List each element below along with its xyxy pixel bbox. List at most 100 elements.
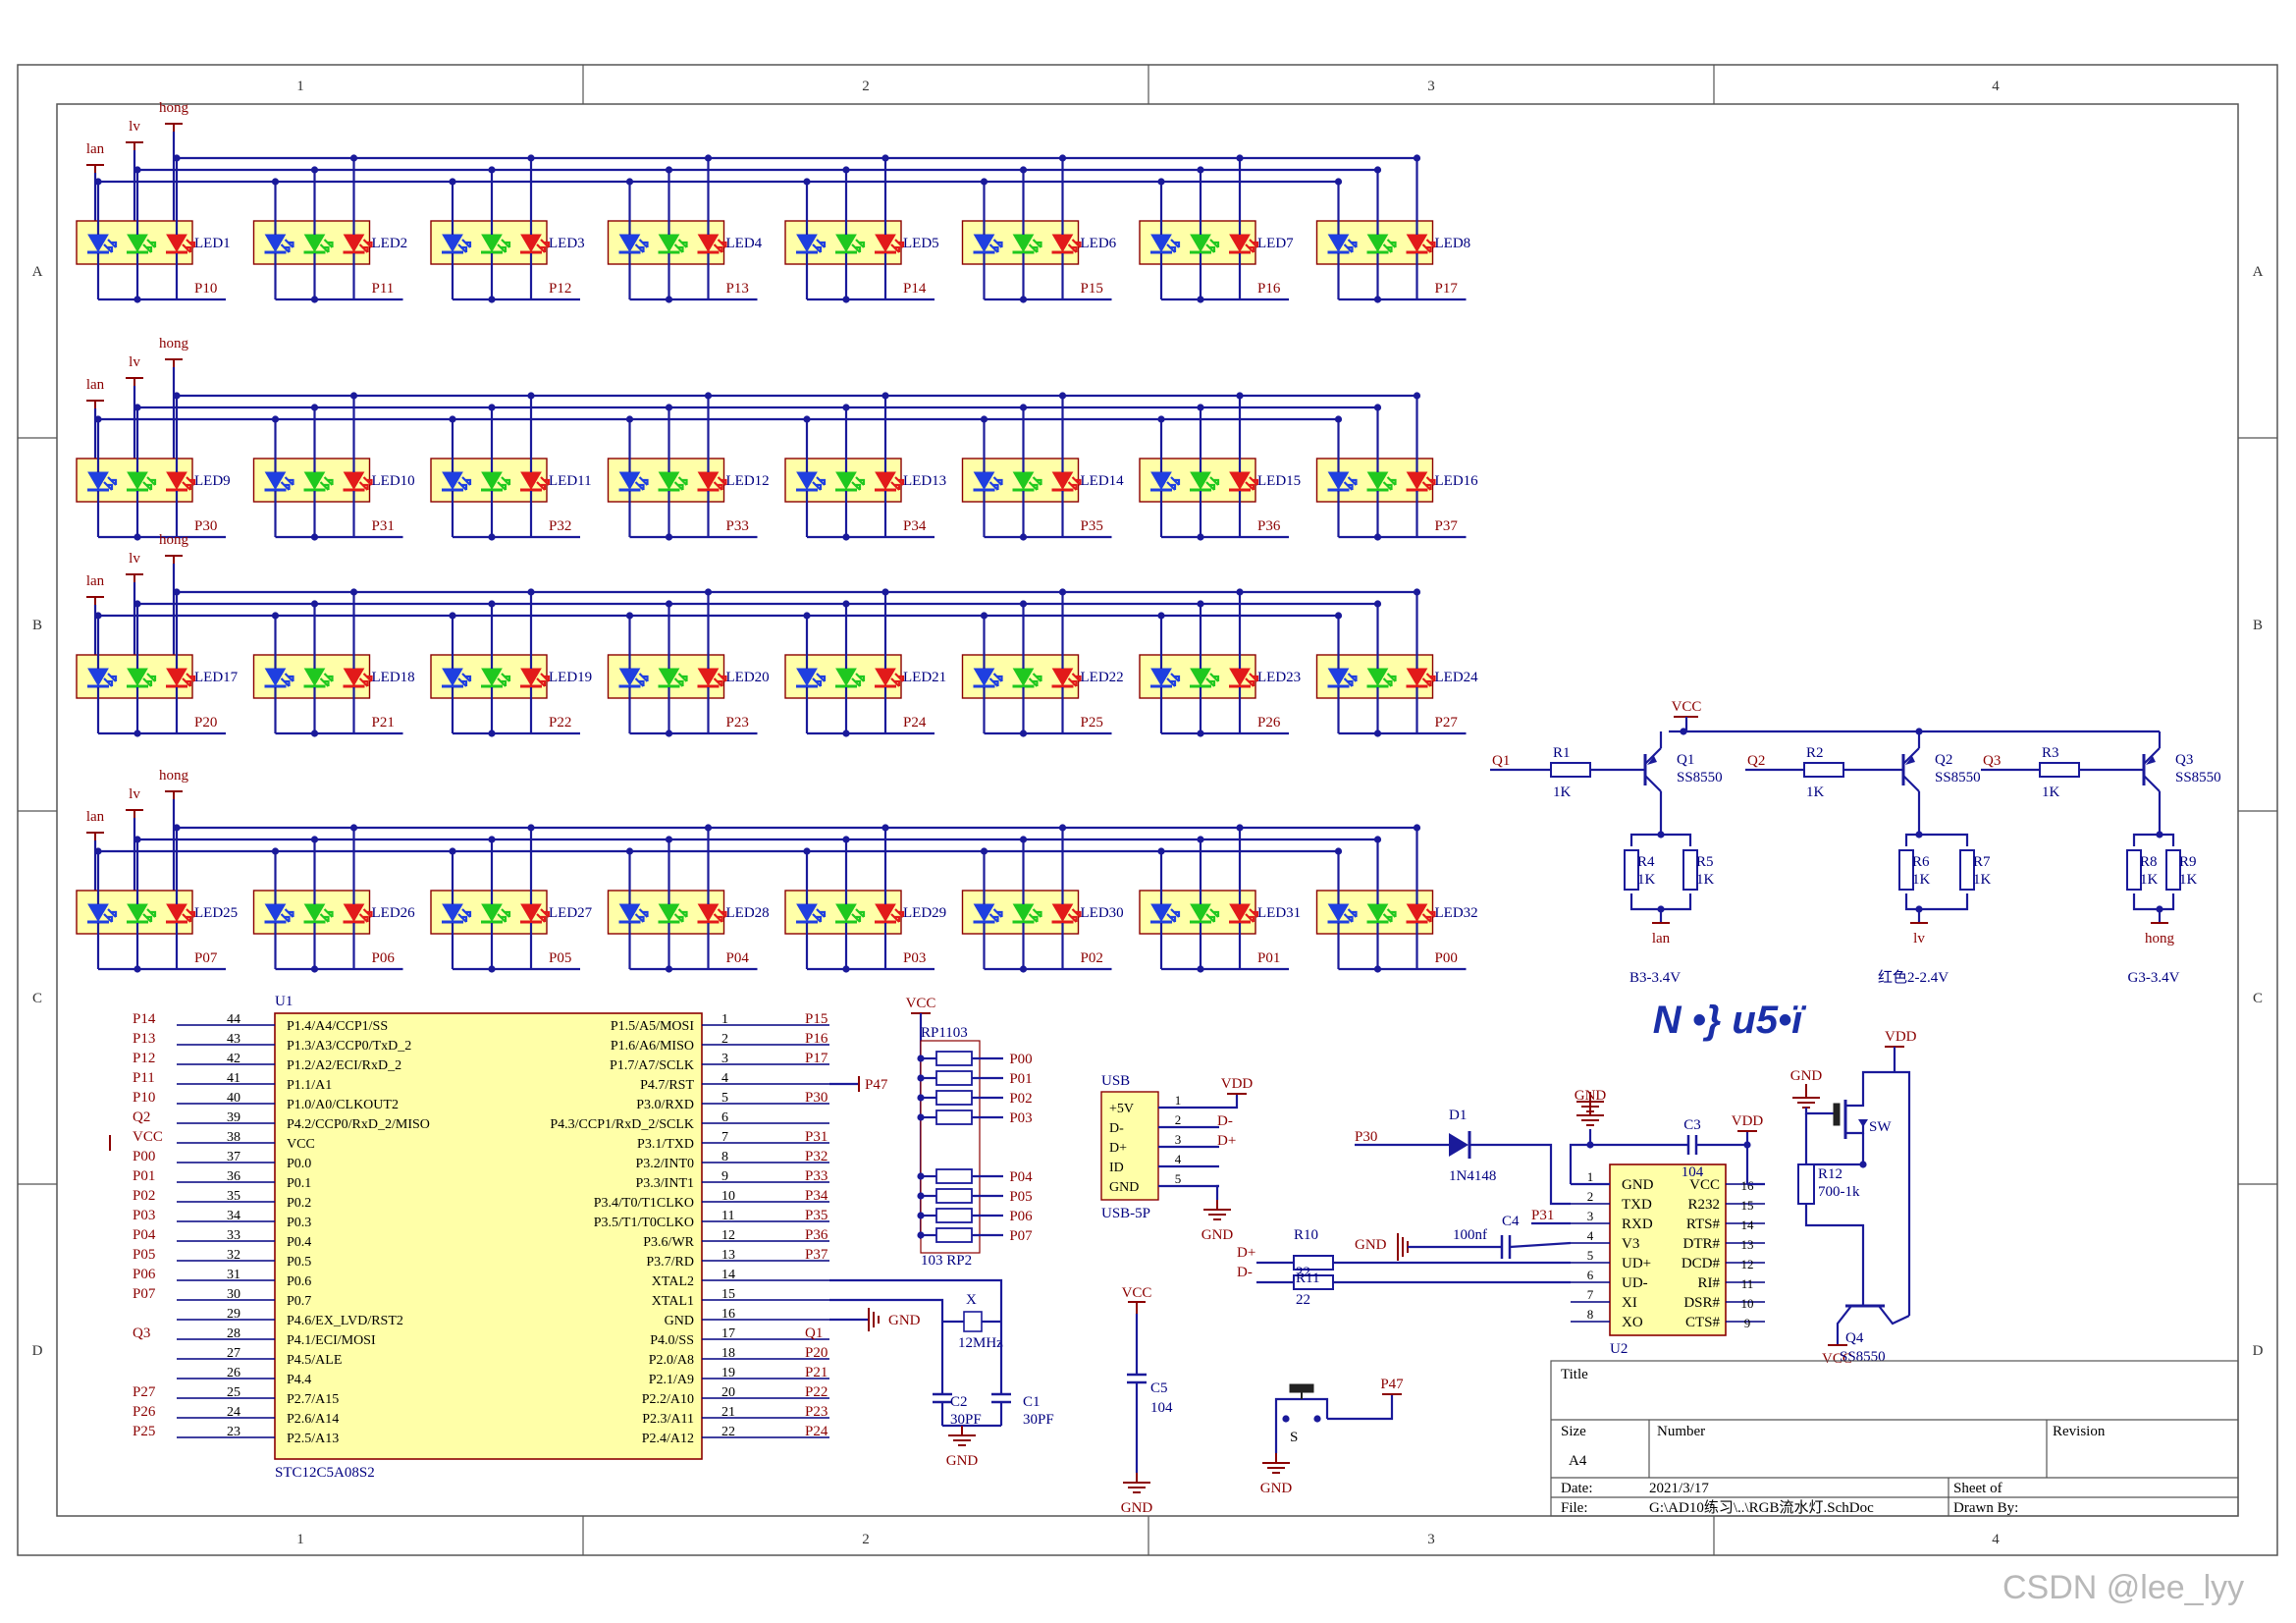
emission-arrows [319,239,334,253]
gnd-label: GND [1121,1500,1153,1516]
pin-name: P4.2/CCP0/RxD_2/MISO [287,1117,430,1132]
led-ref: LED24 [1435,670,1479,685]
base-resistor [1803,762,1844,778]
gnd-label: GND [1575,1088,1607,1104]
emission-arrows [1166,239,1181,253]
junction-dot [917,1055,925,1062]
led-ref: LED29 [903,905,946,921]
led-pin-net: P34 [903,518,927,534]
emission-arrows [497,476,511,491]
pin-number: 11 [1741,1276,1754,1291]
transistor-collector [1902,775,1920,792]
junction-dot [1019,836,1028,843]
junction-dot [1657,905,1665,913]
junction-dot [917,1074,925,1082]
emission-arrows [890,673,905,687]
led-diode [875,903,905,924]
junction-dot [1334,415,1343,423]
pin-number: 16 [1741,1178,1755,1193]
pin-net: P33 [805,1168,828,1184]
pull-resistor [1624,849,1639,891]
switch-cap [1289,1383,1314,1393]
pin-number: 41 [227,1071,240,1086]
emission-arrows [182,239,196,253]
rail-label-lv: lv [129,551,140,567]
pin-number: 32 [227,1248,240,1263]
pin-number: 8 [721,1150,728,1164]
p31-label: P31 [1531,1208,1554,1223]
pull-wire [1904,893,1969,911]
junction-dot [271,415,280,423]
driver-note: B3-3.4V [1629,970,1681,986]
resistor-ref: R6 [1912,854,1930,870]
date-value: 2021/3/17 [1649,1481,1709,1496]
junction-dot [1236,588,1244,596]
junction-dot [310,166,319,174]
transistor-part: SS8550 [2175,770,2221,785]
emission-arrows [280,673,294,687]
junction-dot [1413,824,1421,832]
pin-name: DSR# [1683,1295,1720,1311]
led-pin-net: P31 [372,518,395,534]
pin-name: P0.0 [287,1157,311,1171]
sw-ref: SW [1869,1119,1892,1135]
junction-dot [842,730,850,737]
led-pin-net: P12 [549,281,571,297]
junction-dot [1743,1141,1751,1149]
led-ref: LED10 [372,473,415,489]
junction-dot [133,296,141,303]
q4-part: SS8550 [1840,1349,1886,1365]
led-ref: LED15 [1257,473,1301,489]
led-diode [796,668,827,688]
emission-arrows [1382,476,1397,491]
junction-dot [527,154,535,162]
pin-name: RXD [1622,1217,1653,1232]
pin-name: P0.1 [287,1176,311,1191]
emission-arrows [713,908,727,923]
inner-border [56,103,2239,1517]
xtal-wire [829,1298,944,1322]
gnd-symbol [1792,1097,1820,1109]
junction-dot [1236,824,1244,832]
pin-net: P04 [133,1227,156,1243]
diode-triangle [1449,1133,1468,1157]
emission-arrows [457,908,472,923]
emission-arrows [1028,239,1042,253]
usb-gnd-wire [1215,1184,1219,1200]
vcc-label: VCC [1822,1351,1852,1367]
revision-label: Revision [2053,1424,2106,1439]
junction-dot [1197,965,1204,973]
pin-number: 2 [1587,1189,1594,1204]
pin-name: P3.0/RXD [636,1098,694,1112]
pin-net: P23 [805,1404,828,1420]
led-pin-net: P07 [194,950,218,966]
pull-resistor [2126,849,2142,891]
junction-dot [349,392,358,400]
junction-dot [133,533,141,541]
pin-net: P30 [805,1090,828,1106]
led-ref: LED32 [1435,905,1478,921]
rpack-resistor [935,1090,973,1106]
junction-dot [1019,533,1028,541]
led-pin-net: P23 [726,715,749,730]
column-marker: 4 [1992,79,2000,94]
emission-arrows [358,673,373,687]
pull-resistor [1898,849,1914,891]
junction-dot [173,588,181,596]
pin-net: P15 [805,1011,828,1027]
led-pin-net: P05 [549,950,571,966]
led-pin-net: P32 [549,518,571,534]
junction-dot [665,404,673,411]
rail-label-hong: hong [159,100,189,116]
pin-number: 38 [227,1130,240,1145]
crystal-ref: X [966,1292,977,1308]
pin-number: 35 [227,1189,240,1204]
led-diode [520,471,551,492]
gnd-symbol [1576,1114,1604,1126]
pin-number: 2 [721,1032,728,1047]
rpack-net: P06 [1009,1209,1033,1224]
emission-arrows [1382,673,1397,687]
rail-label-hong: hong [159,768,189,784]
pin-number: 30 [227,1287,240,1302]
